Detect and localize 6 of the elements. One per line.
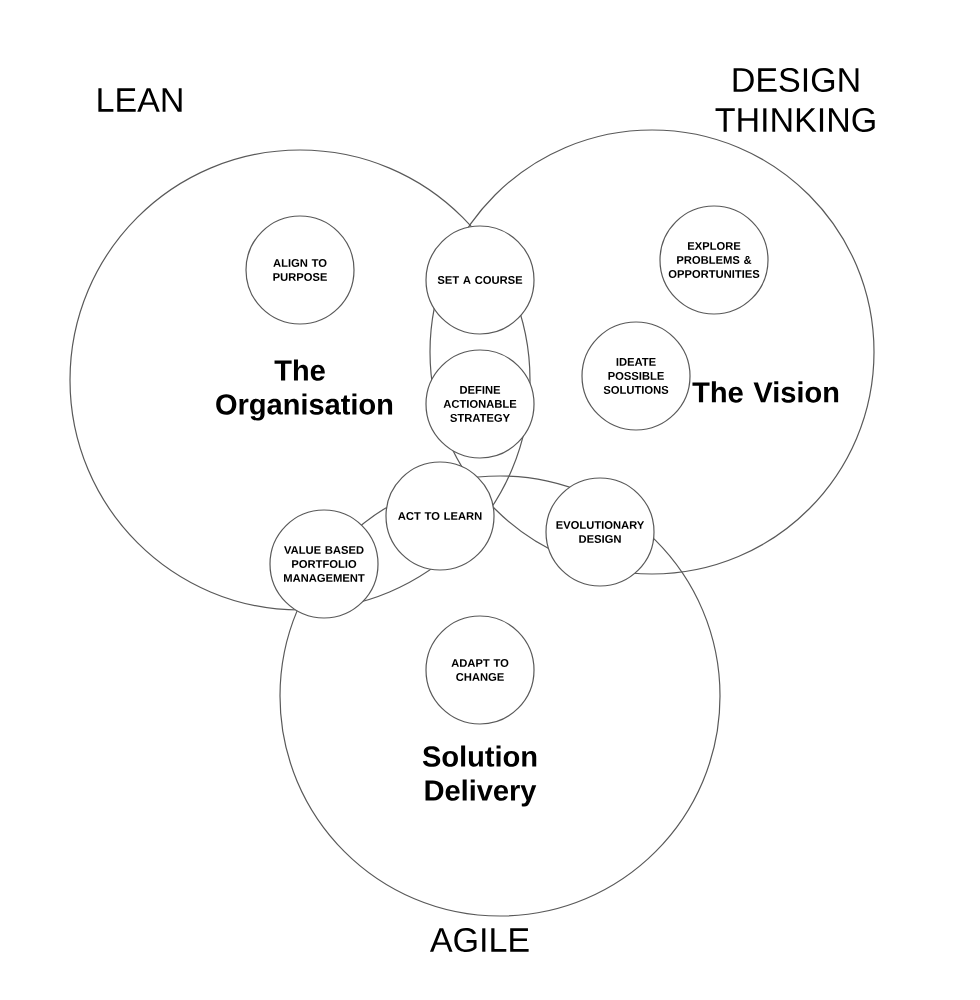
heading: LEAN <box>98 88 182 112</box>
heading: AGILE <box>430 927 529 953</box>
circle-title: The Organisation <box>216 359 393 421</box>
heading: DESIGN THINKING <box>715 67 875 133</box>
circle-title: The Vision <box>692 381 839 403</box>
circle-title: Solution Delivery <box>422 745 537 807</box>
